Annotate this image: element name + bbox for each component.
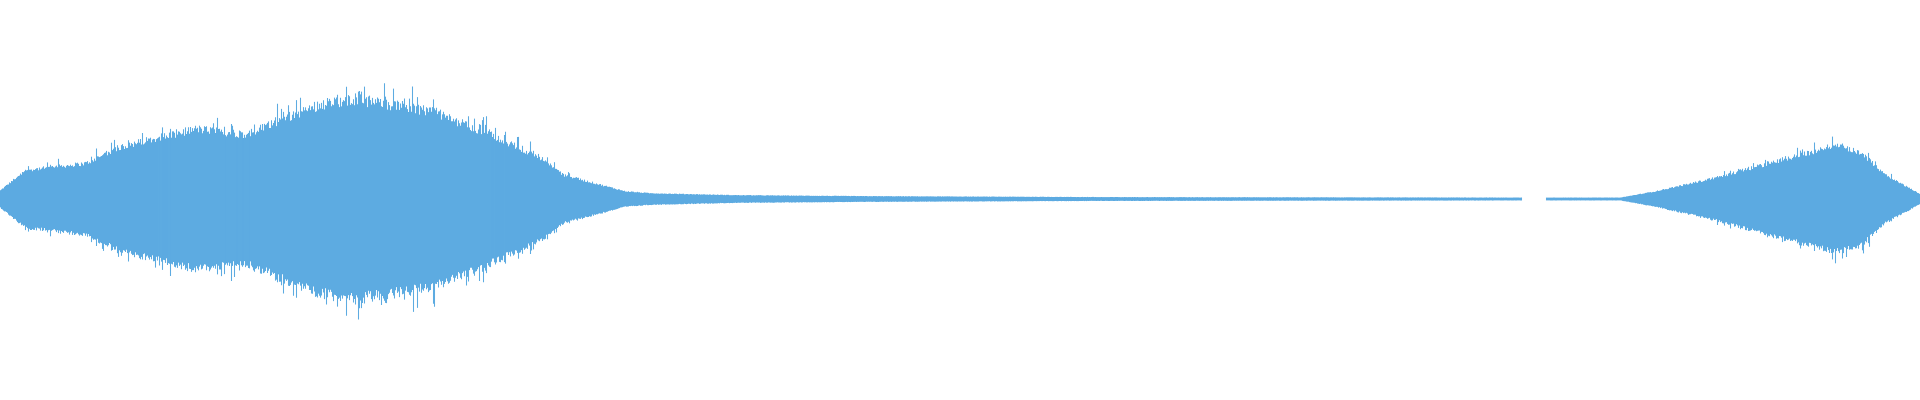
waveform-view[interactable] xyxy=(0,0,1920,400)
waveform[interactable] xyxy=(0,0,1920,400)
